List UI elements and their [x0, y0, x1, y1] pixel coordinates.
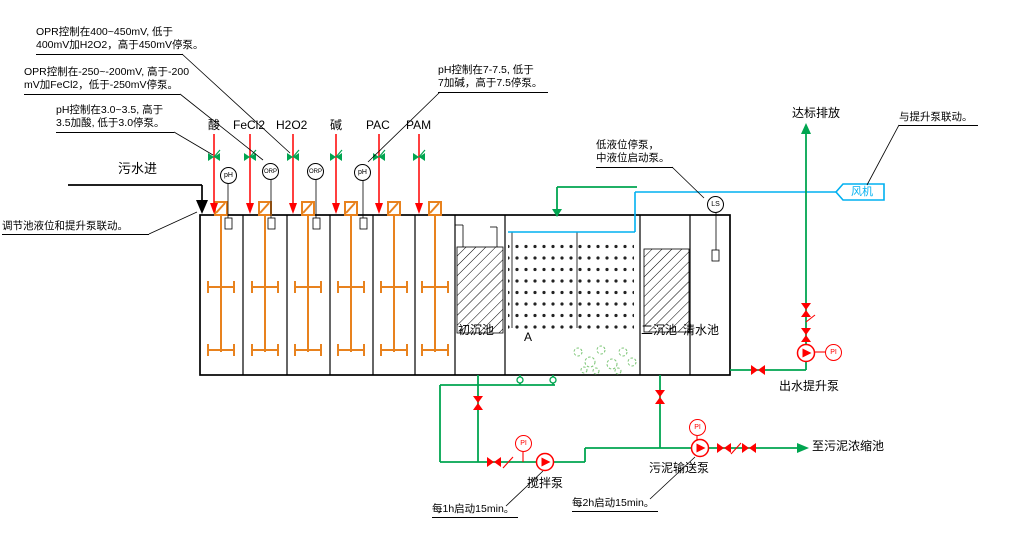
annotation-blower-interlock: 与提升泵联动。	[899, 111, 978, 127]
pressure-gauge-sludge: PI	[689, 419, 706, 436]
valve-icon	[801, 303, 811, 317]
discharge-label: 达标排放	[792, 106, 841, 120]
annotation-regulating-tank: 调节池液位和提升泵联动。	[2, 220, 149, 236]
level-switch: LS	[707, 196, 724, 213]
annotation-sludge-pump-schedule: 每2h启动15min。	[572, 497, 658, 513]
chemical-label-pam: PAM	[406, 118, 432, 132]
chemical-label-acid: 酸	[208, 118, 221, 132]
chemical-label-h2o2: H2O2	[276, 118, 308, 132]
valve-icon	[717, 443, 731, 453]
tank-outline	[199, 214, 731, 376]
leader-lines	[148, 53, 900, 507]
aeration-bubbles	[573, 345, 637, 375]
valve-icon	[473, 396, 483, 410]
discharge-arrow-icon	[801, 123, 811, 134]
blower-icon	[834, 183, 885, 201]
valve-icon	[655, 390, 665, 404]
chemical-label-alkali: 碱	[330, 118, 343, 132]
air-line	[508, 183, 885, 233]
aeration-diffusers	[508, 232, 634, 334]
ph-sensor-2: pH	[354, 164, 371, 181]
annotation-ph-alkali: pH控制在7-7.5, 低于 7加碱，高于7.5停泵。	[438, 64, 548, 93]
settler-plates	[455, 224, 690, 334]
annotation-level-switch: 低液位停泵， 中液位启动泵。	[596, 139, 673, 168]
mixing-pump-icon	[535, 452, 555, 472]
effluent-riser	[730, 123, 825, 375]
feed-drop-line	[552, 186, 637, 217]
valve-icon	[742, 443, 756, 453]
mixer-agitators	[207, 201, 449, 357]
annotation-ph-acid: pH控制在3.0~3.5, 高于 3.5加酸, 低于3.0停泵。	[56, 104, 174, 133]
orp-sensor-1: ORP	[262, 163, 279, 180]
sludge-pump-label: 污泥输送泵	[649, 461, 710, 475]
pressure-gauge-mixing: PI	[515, 435, 532, 452]
mixing-loop	[439, 375, 586, 472]
effluent-pump-label: 出水提升泵	[779, 379, 840, 393]
annotation-orp-h2o2: OPR控制在400~450mV, 低于 400mV加H2O2，高于450mV停泵…	[36, 26, 203, 55]
annotation-mixing-pump-schedule: 每1h启动15min。	[432, 503, 518, 519]
thickener-arrow-icon	[797, 443, 809, 453]
sludge-line	[585, 375, 809, 458]
effluent-pump-icon	[796, 343, 816, 363]
annotation-orp-fecl2: OPR控制在-250~-200mV, 高于-200 mV加FeCl2，低于-25…	[24, 66, 189, 95]
influent-line	[68, 184, 208, 214]
orp-sensor-2: ORP	[307, 163, 324, 180]
influent-label: 污水进	[118, 161, 158, 176]
influent-arrow-icon	[196, 200, 208, 214]
ph-sensor-1: pH	[220, 167, 237, 184]
pressure-gauge-effluent: PI	[825, 344, 842, 361]
chemical-label-pac: PAC	[366, 118, 390, 132]
chemical-label-fecl2: FeCl2	[233, 118, 266, 132]
secondary-tank-label: 二沉池	[641, 323, 678, 337]
mixing-pump-label: 搅拌泵	[527, 476, 564, 490]
sludge-pump-icon	[690, 438, 710, 458]
clear-tank-label: 清水池	[683, 323, 720, 337]
to-thickener-label: 至污泥浓缩池	[812, 439, 885, 453]
sensor-stems	[224, 180, 720, 262]
valve-icon	[801, 328, 811, 342]
valve-icon	[751, 365, 765, 375]
valve-icon	[487, 457, 501, 467]
primary-tank-label: 初沉池	[458, 323, 495, 337]
zone-a-label: A	[524, 330, 533, 344]
blower-label: 风机	[851, 186, 873, 198]
